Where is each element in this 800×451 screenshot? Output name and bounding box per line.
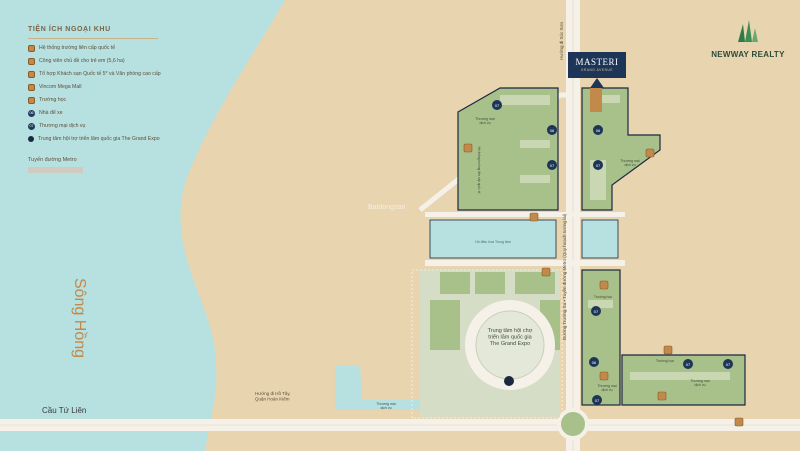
legend-panel: TIỆN ÍCH NGOẠI KHU Hệ thống trường liên … [28, 26, 198, 173]
marker-6-label: 06 [592, 360, 597, 365]
park-icon-marker [541, 267, 551, 277]
project-subtitle: GRAND AVENUE [580, 68, 614, 72]
legend-item-expo: Trung tâm hội trợ triển lãm quốc gia The… [28, 136, 198, 143]
marker-4 [593, 160, 603, 170]
parking-icon: 06 [28, 110, 35, 117]
project-building [590, 88, 602, 112]
metro-legend-label: Tuyến đường Metro [28, 157, 77, 163]
legend-item-school-complex: Hệ thống trường liên cấp quốc tế [28, 45, 198, 52]
legend-item-parking: 06 Nhà để xe [28, 110, 198, 117]
east-lake [581, 219, 619, 259]
school-complex-icon [28, 45, 35, 52]
marker-3-label: 06 [596, 128, 601, 133]
marker-8-label: 07 [686, 362, 691, 367]
marker-8 [683, 359, 693, 369]
marker-3 [593, 125, 603, 135]
metro-legend-swatch [28, 167, 83, 173]
river-label: Sông Hồng [71, 278, 88, 358]
marker-2-label: 07 [550, 163, 555, 168]
legend-item-school: Trường học [28, 97, 198, 104]
marker-1 [547, 125, 557, 135]
west-road-label: Hướng đi Hồ Tây,Quận Hoàn Kiếm [255, 391, 291, 401]
block-northwest [457, 87, 559, 211]
mall-icon [28, 84, 35, 91]
marker-1-label: 06 [550, 128, 555, 133]
marker-5-label: 07 [594, 309, 599, 314]
green-strip-label: Hệ thống trường liên cấp quốc tế [477, 147, 481, 194]
cross-road [425, 260, 625, 266]
school-label-a: Trường học [656, 359, 675, 363]
legend-item-label: Vincom Mega Mall [39, 84, 82, 90]
number-markers: 07 06 07 06 07 07 06 07 07 07 [492, 100, 733, 405]
west-lake [335, 365, 420, 410]
legend-item-label: Nhà để xe [39, 110, 63, 116]
park-icon [28, 58, 35, 65]
marker-6 [589, 357, 599, 367]
marker-7-label: 07 [595, 398, 600, 403]
lake-label: Hồ điều hoà Trung tâm [475, 240, 511, 244]
project-name: MASTERI [575, 57, 619, 67]
project-badge: MASTERI GRAND AVENUE [568, 52, 626, 78]
watermark-text: Batdongsan [368, 204, 406, 211]
expo-marker [504, 376, 514, 386]
north-road-label: Hướng đi Sóc Sơn [559, 22, 564, 60]
expo-dot-icon [28, 136, 34, 142]
brand-logo-icon [738, 20, 758, 42]
roundabout [557, 408, 589, 440]
school-complex-icon-marker [463, 143, 473, 153]
marker-9 [723, 359, 733, 369]
marker-4-label: 07 [596, 163, 601, 168]
marker-9-label: 07 [726, 362, 731, 367]
commerce-icon: 07 [28, 123, 35, 130]
legend-item-label: Trường học [39, 97, 67, 103]
marker-5 [591, 306, 601, 316]
legend-item-label: Hệ thống trường liên cấp quốc tế [39, 45, 116, 51]
mall-icon-marker [529, 212, 539, 222]
legend-item-mall: Vincom Mega Mall [28, 84, 198, 91]
legend-title: TIỆN ÍCH NGOẠI KHU [28, 26, 111, 33]
school-icon [28, 97, 35, 104]
legend-item-label: Thương mại dịch vụ [39, 123, 86, 129]
bridge-label: Cầu Tứ Liên [42, 406, 86, 415]
marker-0 [492, 100, 502, 110]
brand-block: NEWWAY REALTY [703, 20, 793, 59]
facility-icons [463, 143, 744, 427]
legend-item-label: Trung tâm hội trợ triển lãm quốc gia The… [38, 136, 160, 142]
block-southeast [581, 269, 621, 406]
river-song-hong [0, 0, 285, 451]
legend-item-park: Công viên chủ đề cho trẻ em (5,6 ha) [28, 58, 198, 65]
central-lake [429, 219, 557, 259]
marker-0-label: 07 [495, 103, 500, 108]
hotel-icon-marker [645, 148, 655, 158]
legend-item-commerce: 07 Thương mại dịch vụ [28, 123, 198, 130]
project-pin-icon [590, 78, 604, 88]
legend-item-label: Công viên chủ đề cho trẻ em (5,6 ha) [39, 58, 125, 64]
school-icon-marker [599, 280, 609, 290]
legend-item-label: Tổ hợp Khách sạn Quốc tế 5* và Văn phòng… [39, 71, 161, 77]
school-label-b: Trường học [594, 295, 613, 299]
marker-2 [547, 160, 557, 170]
legend-item-hotel: Tổ hợp Khách sạn Quốc tế 5* và Văn phòng… [28, 71, 198, 78]
axis-road-label: Đường Trường Sa • Tuyến đường Metro (Quy… [562, 213, 567, 340]
legend-divider [28, 38, 158, 39]
brand-name: NEWWAY REALTY [711, 50, 785, 59]
hotel-icon [28, 71, 35, 78]
marker-7 [592, 395, 602, 405]
